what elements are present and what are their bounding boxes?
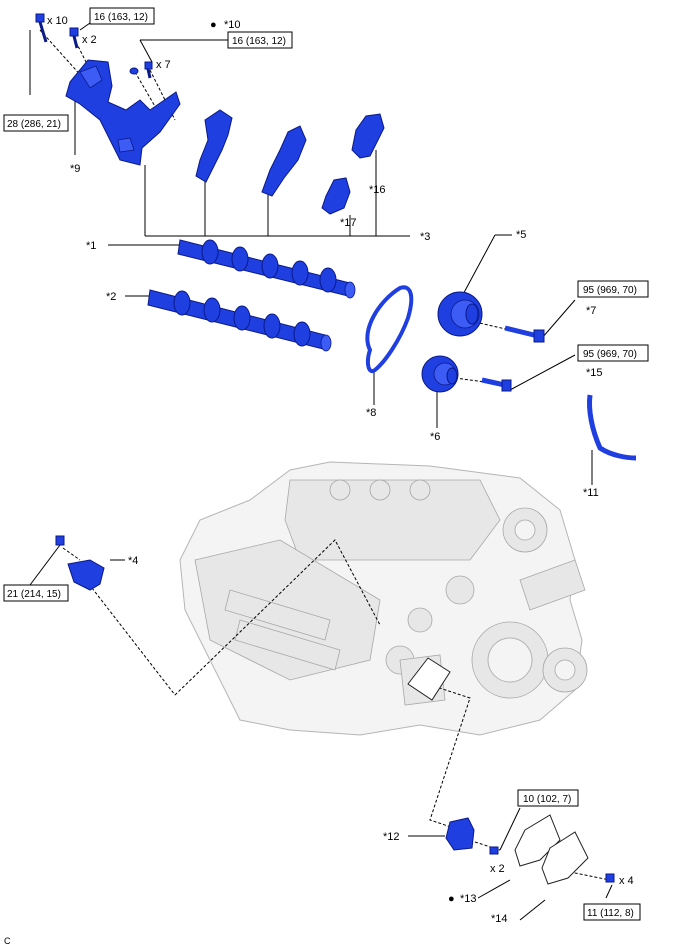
part-17-cap (321, 177, 351, 215)
part-4-tensioner (55, 535, 105, 591)
part-9-bracket (65, 59, 181, 166)
torque-box-t2: 16 (163, 12) (227, 31, 293, 49)
qty-2-top: x 2 (82, 34, 97, 46)
svg-text:95 (969, 70): 95 (969, 70) (583, 349, 637, 360)
marker-13: ● (448, 893, 455, 905)
part-13-gasket (514, 814, 561, 867)
bolt-4x (605, 873, 615, 883)
part-12-tensioner (445, 817, 499, 855)
qty-4: x 4 (619, 875, 634, 887)
part-5-sprocket (437, 291, 483, 337)
part-11-guide (587, 394, 637, 461)
washer-10 (129, 67, 139, 75)
svg-text:95 (969, 70): 95 (969, 70) (583, 285, 637, 296)
label-11: *11 (583, 487, 599, 499)
svg-text:16 (163, 12): 16 (163, 12) (232, 36, 286, 47)
part-6-sprocket (421, 355, 459, 393)
label-14: *14 (491, 913, 508, 925)
label-15: *15 (586, 367, 603, 379)
part-14-gasket (541, 831, 589, 885)
label-13: *13 (460, 893, 477, 905)
part-2-camshaft (147, 289, 332, 352)
label-12: *12 (383, 831, 400, 843)
torque-box-t8: 11 (112, 8) (583, 903, 641, 921)
label-4: *4 (128, 555, 138, 567)
part-labels: ● *10 *9 *16 *17 *3 *1 *2 *5 *7 *15 *8 *… (70, 19, 603, 925)
figure-code: C (4, 936, 11, 946)
engine-gasket-outline (407, 657, 451, 701)
marker-10: ● (210, 19, 217, 31)
bearing-cap-b (261, 125, 307, 197)
bolt-2x (69, 27, 79, 49)
bearing-cap-a (195, 109, 233, 183)
quantity-labels: x 10 x 2 x 7 x 2 x 4 (47, 15, 634, 887)
qty-2-bottom: x 2 (490, 863, 505, 875)
label-16: *16 (369, 184, 386, 196)
label-6: *6 (430, 431, 440, 443)
label-8: *8 (366, 407, 376, 419)
part-16-cap (351, 113, 385, 159)
torque-box-t1: 16 (163, 12) (89, 7, 155, 25)
torque-box-t4: 95 (969, 70) (577, 280, 649, 298)
svg-text:11 (112, 8): 11 (112, 8) (587, 908, 634, 919)
svg-text:16 (163, 12): 16 (163, 12) (94, 12, 148, 23)
part-7-bolt (504, 325, 545, 343)
svg-text:28 (286, 21): 28 (286, 21) (7, 119, 61, 130)
torque-box-t7: 10 (102, 7) (517, 789, 579, 807)
svg-text:10 (102, 7): 10 (102, 7) (523, 794, 571, 805)
engine-assembly (179, 461, 588, 736)
torque-box-t3: 28 (286, 21) (3, 114, 69, 132)
label-1: *1 (86, 240, 96, 252)
svg-text:21 (214, 15): 21 (214, 15) (7, 589, 61, 600)
part-1-camshaft (177, 239, 356, 299)
label-2: *2 (106, 291, 116, 303)
leader-lines (29, 22, 613, 921)
torque-box-t6: 21 (214, 15) (3, 584, 69, 602)
label-3: *3 (420, 231, 430, 243)
label-7: *7 (586, 305, 596, 317)
qty-10: x 10 (47, 15, 68, 27)
label-10: *10 (224, 19, 241, 31)
parts (35, 13, 637, 885)
qty-7: x 7 (156, 59, 171, 71)
label-9: *9 (70, 163, 80, 175)
torque-box-t5: 95 (969, 70) (577, 344, 649, 362)
label-5: *5 (516, 229, 526, 241)
label-17: *17 (340, 217, 357, 229)
bolt-7x (144, 61, 153, 79)
part-8-chain (365, 285, 414, 374)
part-15-bolt (481, 377, 512, 392)
bolt-10x (35, 13, 48, 43)
